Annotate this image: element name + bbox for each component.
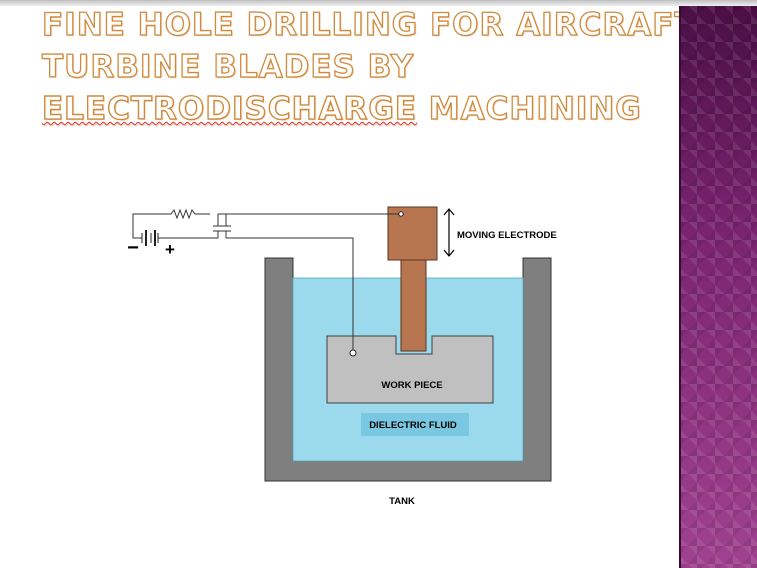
battery: [141, 230, 159, 246]
spellcheck-word: Electrodischarge: [41, 90, 417, 127]
tank-label: TANK: [389, 496, 415, 507]
capacitor: [213, 214, 231, 238]
electrode-holder: [387, 206, 438, 261]
title-line-2: turbine blades by: [41, 48, 415, 85]
bottom-wire: [158, 237, 354, 353]
circuit-wires: [132, 208, 401, 353]
dielectric-label-box: [361, 413, 469, 436]
title-line-3-rest: machining: [417, 90, 642, 127]
electrode-rod: [400, 259, 427, 352]
work-piece: [326, 335, 494, 404]
negative-terminal: −: [127, 237, 139, 259]
title-line-3: Electrodischarge machining: [41, 88, 672, 130]
decorative-side-panel: [679, 6, 757, 568]
workpiece-contact: [349, 349, 357, 357]
title-line-1: Fine hole drilling for aircraft: [41, 6, 697, 43]
electrode-contact: [398, 211, 404, 217]
motion-arrow-icon: [443, 208, 455, 257]
moving-electrode-label: MOVING ELECTRODE: [457, 230, 557, 241]
positive-terminal: +: [165, 240, 175, 259]
work-piece-label: WORK PIECE: [381, 380, 442, 391]
slide-title: Fine hole drilling for aircraft turbine …: [41, 4, 697, 130]
top-border: [0, 0, 757, 6]
dielectric-fluid-label: DIELECTRIC FLUID: [369, 420, 457, 431]
top-wire-resistor: [132, 208, 401, 239]
